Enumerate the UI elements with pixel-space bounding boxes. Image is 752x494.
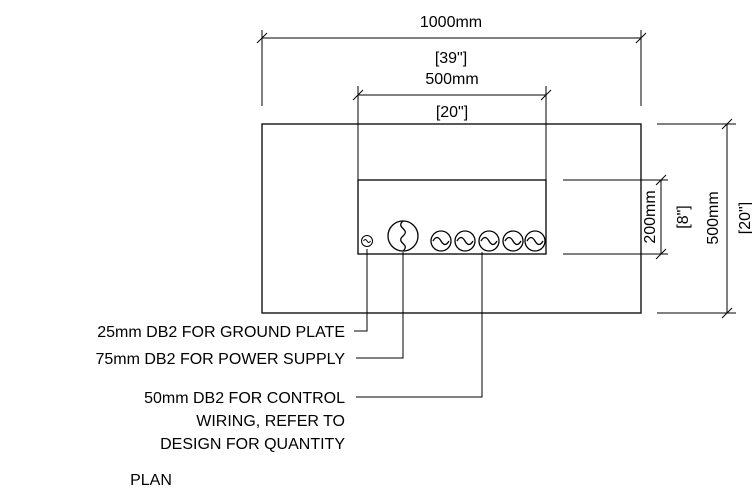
view-label: PLAN: [130, 472, 172, 489]
inner-height-dimension: [563, 174, 668, 260]
control-wiring-callout-line2: WIRING, REFER TO: [196, 413, 345, 430]
control-wiring-callout-line1: 50mm DB2 FOR CONTROL: [144, 390, 345, 407]
control-wiring-leader: [356, 252, 483, 398]
control-wiring-conduit: [478, 230, 500, 252]
ground-plate-conduit: [361, 235, 373, 247]
overall-width-in-label: [39"]: [435, 50, 467, 67]
concrete-encasement: [261, 123, 642, 314]
control-wiring-conduit: [524, 230, 546, 252]
duct-bank-fill: [357, 179, 547, 255]
inner-width-in-label: [20"]: [436, 104, 468, 121]
control-wiring-conduit: [502, 230, 524, 252]
overall-width-dimension: [256, 30, 647, 106]
ground-plate-leader: [354, 249, 368, 332]
overall-width-mm-label: 1000mm: [420, 14, 482, 31]
control-wiring-conduit: [454, 230, 476, 252]
control-wiring-conduit: [430, 230, 452, 252]
inner-width-mm-label: 500mm: [425, 71, 478, 88]
inner-height-mm-label: 200mm: [642, 190, 659, 243]
power-supply-conduit: [387, 220, 419, 252]
power-supply-leader: [356, 252, 404, 359]
inner-width-dimension: [352, 86, 552, 180]
overall-height-dimension: [657, 118, 736, 319]
overall-height-in-label: [20"]: [737, 202, 752, 234]
inner-height-in-label: [8"]: [675, 205, 692, 228]
overall-height-mm-label: 500mm: [705, 191, 722, 244]
power-supply-callout: 75mm DB2 FOR POWER SUPPLY: [95, 351, 345, 368]
control-wiring-callout-line3: DESIGN FOR QUANTITY: [160, 436, 345, 453]
ground-plate-callout: 25mm DB2 FOR GROUND PLATE: [97, 324, 345, 341]
